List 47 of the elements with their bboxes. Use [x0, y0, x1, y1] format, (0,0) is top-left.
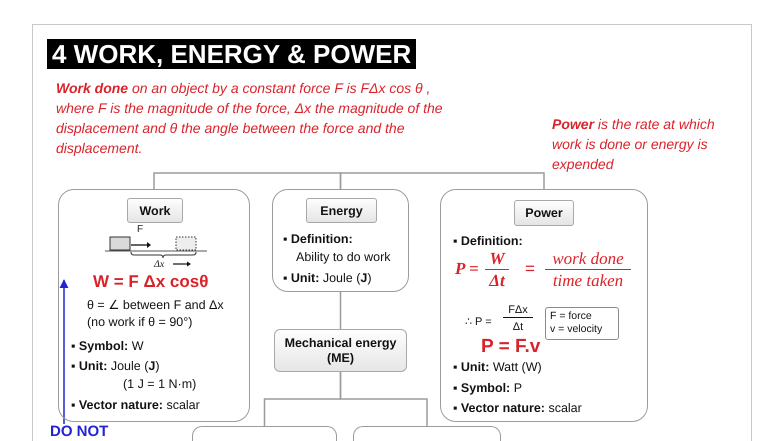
- fraction-numerator: W: [485, 249, 509, 270]
- topic-card: [440, 189, 648, 422]
- bullet-text: ▪ Symbol: P: [453, 381, 522, 396]
- formula-text: ∴ P =: [465, 316, 492, 329]
- bullet-text: ▪ Symbol: W: [71, 339, 144, 354]
- bullet-text: ▪ Unit: Joule (J): [71, 359, 160, 374]
- heading-box: Power: [514, 200, 574, 226]
- warning-text: DO NOT: [50, 424, 108, 440]
- key-text: v = velocity: [550, 323, 604, 336]
- note-text: Ability to do work: [296, 250, 390, 265]
- fraction-denominator: Δt: [488, 271, 506, 291]
- bullet-text: ▪ Vector nature: scalar: [453, 401, 582, 416]
- connector-line: [153, 172, 342, 189]
- force-label: F: [137, 224, 144, 235]
- displacement-label: Δx: [154, 259, 164, 270]
- title: 4 WORK, ENERGY & POWER: [47, 39, 416, 69]
- heading-box: Work: [127, 198, 183, 223]
- fraction-denominator: Δt: [512, 321, 524, 334]
- bullet-text: ▪ Vector nature: scalar: [71, 398, 200, 413]
- connector-line: [340, 172, 545, 189]
- fraction-numerator: work done: [545, 249, 631, 270]
- definition-text: Power is the rate at which work is done or energy is expended: [552, 115, 716, 174]
- definition-text: Work done on an object by a constant force F is FΔx cos θ , where F is the magnitude of the force, Δx the magnitude of the displacement and θ the angle between the force and the displacement.: [56, 79, 444, 158]
- topic-card: [58, 189, 250, 422]
- note-text: θ = ∠ between F and Δx: [87, 298, 224, 313]
- bullet-text: ▪ Unit: Watt (W): [453, 360, 542, 375]
- node-box: [353, 426, 501, 441]
- formula-text: P =: [455, 259, 479, 279]
- node-box: [192, 426, 337, 441]
- formula: W = F Δx cosθ: [93, 272, 208, 292]
- key-text: F = force: [550, 310, 593, 323]
- fraction-numerator: FΔx: [503, 304, 533, 318]
- bullet-text: ▪ Unit: Joule (J): [283, 271, 372, 286]
- topic-card: [272, 189, 409, 292]
- arrow: [60, 279, 68, 424]
- fraction-denominator: time taken: [552, 271, 624, 291]
- note-text: (1 J = 1 N·m): [123, 377, 196, 392]
- concept-box: Mechanical energy (ME): [274, 329, 407, 372]
- heading-box: Energy: [306, 198, 377, 223]
- note-text: (no work if θ = 90°): [87, 315, 192, 330]
- connector-line: [340, 292, 342, 329]
- formula: P = F.v: [481, 336, 540, 358]
- bullet-text: ▪ Definition:: [283, 232, 353, 247]
- connector-line: [340, 372, 428, 426]
- formula-text: =: [525, 259, 535, 279]
- bullet-text: ▪ Definition:: [453, 234, 523, 249]
- note-box: [545, 307, 619, 340]
